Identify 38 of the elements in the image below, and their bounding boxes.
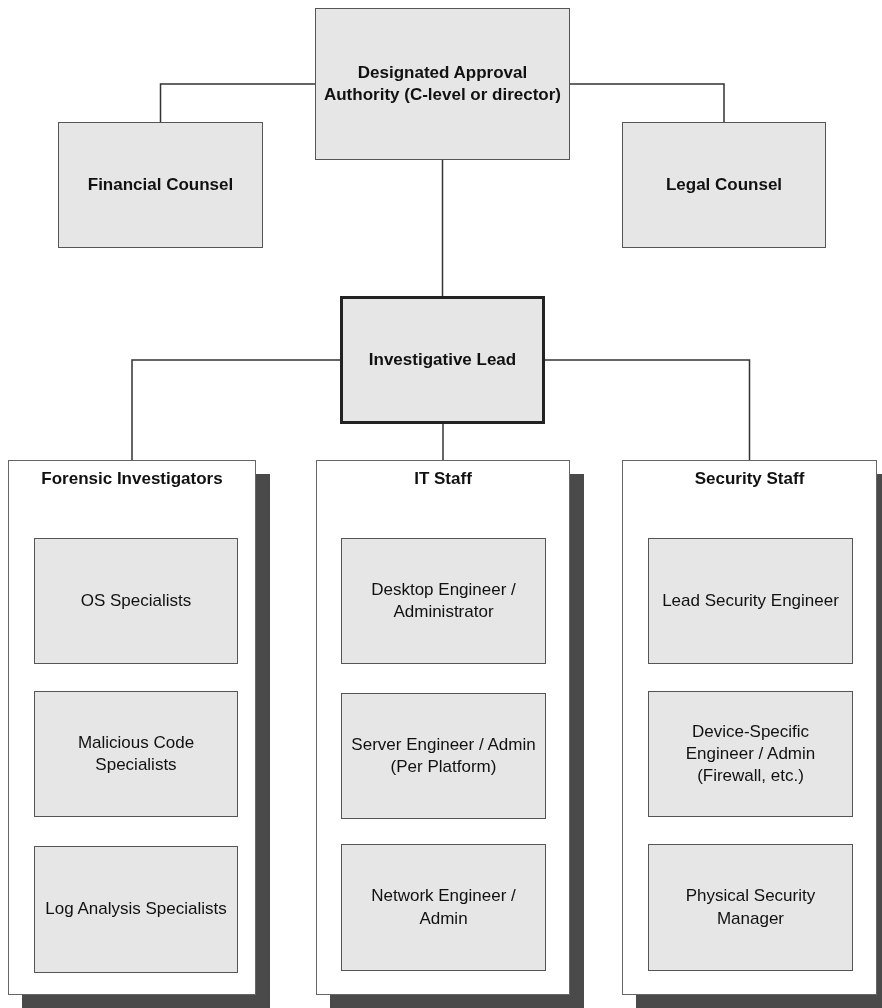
role-label: Investigative Lead	[368, 348, 517, 371]
role-label: Designated Approval Authority (C-level or director)	[322, 61, 563, 106]
panel-heading: Forensic Investigators	[41, 469, 223, 489]
role-label: Legal Counsel	[665, 173, 783, 196]
connector-line	[159, 83, 316, 123]
role-box	[34, 538, 238, 664]
role-label: Network Engineer / Admin	[370, 885, 517, 930]
role-box	[341, 693, 546, 819]
role-box	[341, 538, 546, 664]
connector-line	[131, 359, 341, 461]
lead-box	[340, 296, 545, 424]
role-label: Log Analysis Specialists	[45, 898, 227, 921]
role-box	[648, 538, 853, 664]
panel-heading: IT Staff	[414, 469, 472, 489]
role-label: OS Specialists	[80, 589, 192, 612]
role-label: Lead Security Engineer	[662, 589, 839, 612]
role-box	[648, 691, 853, 817]
connector-line	[569, 83, 725, 123]
group-panel	[8, 460, 256, 995]
group-panel	[622, 460, 877, 995]
role-box	[341, 844, 546, 971]
role-label: Desktop Engineer / Administrator	[370, 578, 517, 623]
role-label: Physical Security Manager	[684, 885, 817, 930]
role-box	[648, 844, 853, 971]
panel-heading: Security Staff	[694, 469, 805, 489]
group-panel	[316, 460, 570, 995]
role-label: Financial Counsel	[87, 173, 234, 196]
role-label: Malicious Code Specialists	[76, 731, 196, 776]
role-box	[622, 122, 826, 248]
role-label: Server Engineer / Admin (Per Platform)	[350, 733, 537, 778]
role-box	[34, 691, 238, 817]
role-box	[34, 846, 238, 973]
role-box	[315, 8, 570, 160]
connector-line	[442, 423, 444, 461]
connector-line	[441, 159, 444, 297]
role-box	[58, 122, 263, 248]
connector-line	[544, 359, 751, 461]
role-label: Device-Specific Engineer / Admin (Firewall, etc.)	[684, 720, 817, 788]
